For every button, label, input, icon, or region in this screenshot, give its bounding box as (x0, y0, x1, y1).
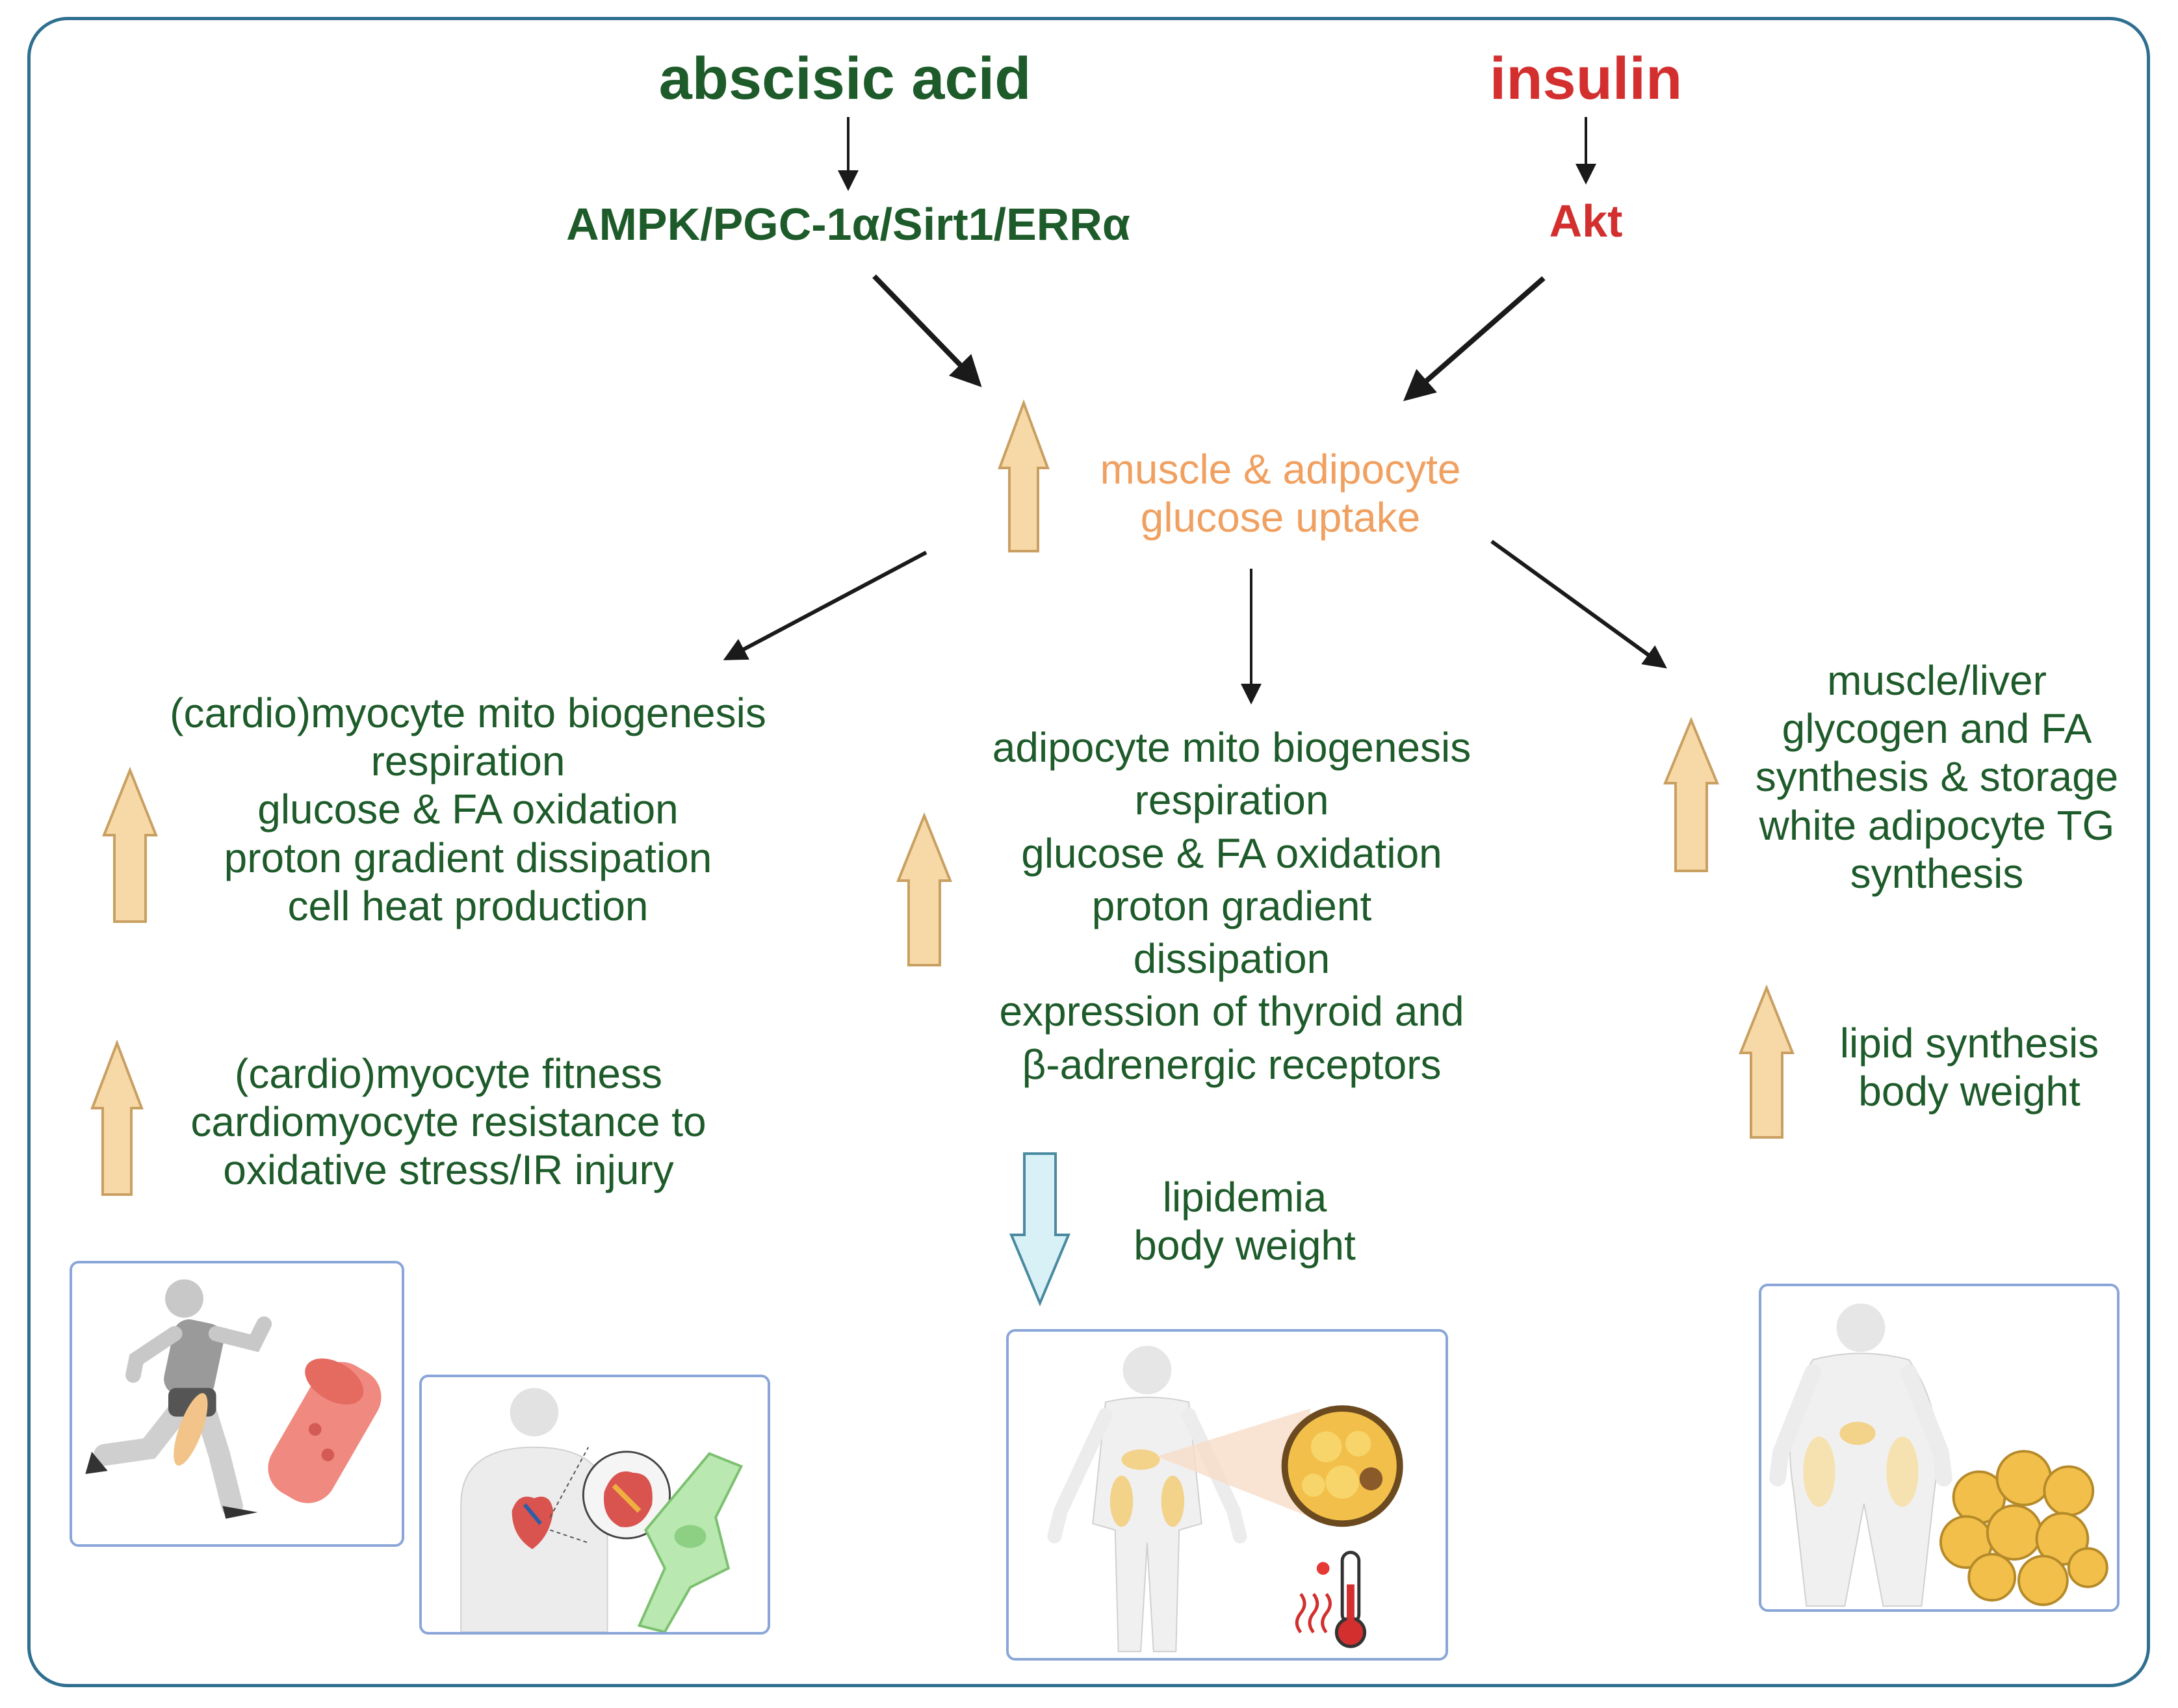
up-arrow-right-effects-icon (1663, 716, 1719, 872)
akt-label: Akt (1549, 196, 1623, 246)
aba-title: abscisic acid (658, 45, 1031, 112)
right-outcome-text: lipid synthesis body weight (1839, 1020, 2099, 1115)
middle-effects-text: adipocyte mito biogenesis respiration gl… (992, 724, 1471, 1088)
middle-outcome-text: lipidemia body weight (1134, 1174, 1356, 1269)
uptake-to-right-arrow (1490, 539, 1667, 669)
up-arrow-right-outcome-icon (1739, 984, 1795, 1139)
right-effects-text: muscle/liver glycogen and FA synthesis &… (1755, 657, 2119, 897)
heart-cardiomyocyte-illustration-icon (419, 1375, 770, 1635)
glucose-uptake-label: muscle & adipocyte glucose uptake (1100, 446, 1461, 541)
aba-pathway: AMPK/PGC-1α/Sirt1/ERRα (566, 199, 1130, 250)
uptake-to-left-arrow (723, 550, 927, 660)
obese-body-fat-cells-illustration-icon (1759, 1284, 2120, 1612)
up-arrow-left-effects-icon (102, 766, 158, 923)
up-arrow-middle-effects-icon (896, 812, 952, 966)
runner-muscle-illustration-icon (70, 1261, 404, 1547)
up-arrow-left-outcome-icon (90, 1039, 144, 1196)
lean-body-adipocyte-thermometer-illustration-icon (1006, 1329, 1448, 1661)
pathway-to-uptake-arrow (872, 274, 982, 387)
down-arrow-middle-outcome-icon (1009, 1152, 1071, 1307)
left-effects-text: (cardio)myocyte mito biogenesis respirat… (170, 690, 766, 929)
insulin-title: insulin (1489, 45, 1683, 112)
akt-to-uptake-arrow (1403, 276, 1546, 402)
left-outcome-text: (cardio)myocyte fitness cardiomyocyte re… (190, 1050, 707, 1194)
up-arrow-center-icon (998, 399, 1050, 552)
diagram-frame (27, 17, 2150, 1687)
